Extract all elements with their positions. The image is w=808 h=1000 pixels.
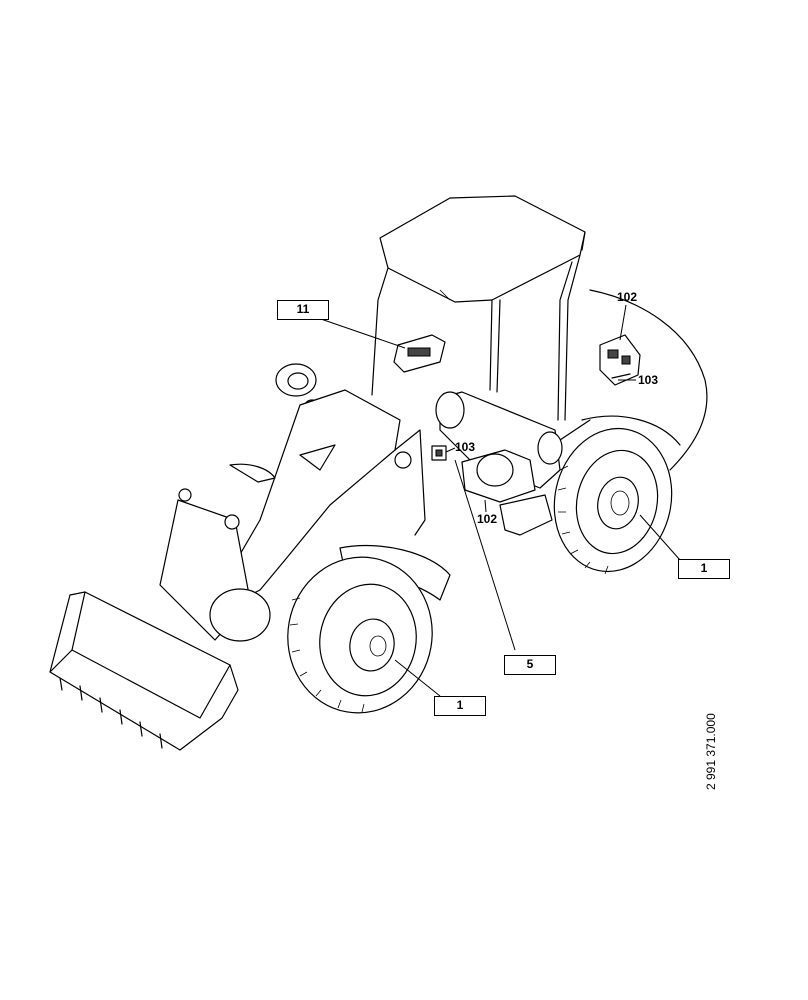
label-102-top: 102 xyxy=(617,290,638,304)
rear-body xyxy=(559,289,708,471)
callout-11: 11 xyxy=(277,300,329,320)
callout-5: 5 xyxy=(504,655,556,675)
label-102-mid: 102 xyxy=(477,512,498,526)
sensor-103 xyxy=(431,445,447,461)
leader-lines xyxy=(317,304,681,697)
cab xyxy=(371,195,586,421)
front-wheel xyxy=(209,556,433,714)
component-11 xyxy=(393,334,446,373)
axle-assembly xyxy=(435,391,563,536)
rear-wheel xyxy=(553,427,673,575)
valve-block-rear xyxy=(599,334,641,386)
label-103-mid: 103 xyxy=(455,440,476,454)
label-103-top: 103 xyxy=(638,373,659,387)
bucket xyxy=(49,591,239,751)
callout-1-front-wheel: 1 xyxy=(434,696,486,716)
document-number: 2 991 371.000 xyxy=(704,713,718,790)
callout-1-rear-wheel: 1 xyxy=(678,559,730,579)
